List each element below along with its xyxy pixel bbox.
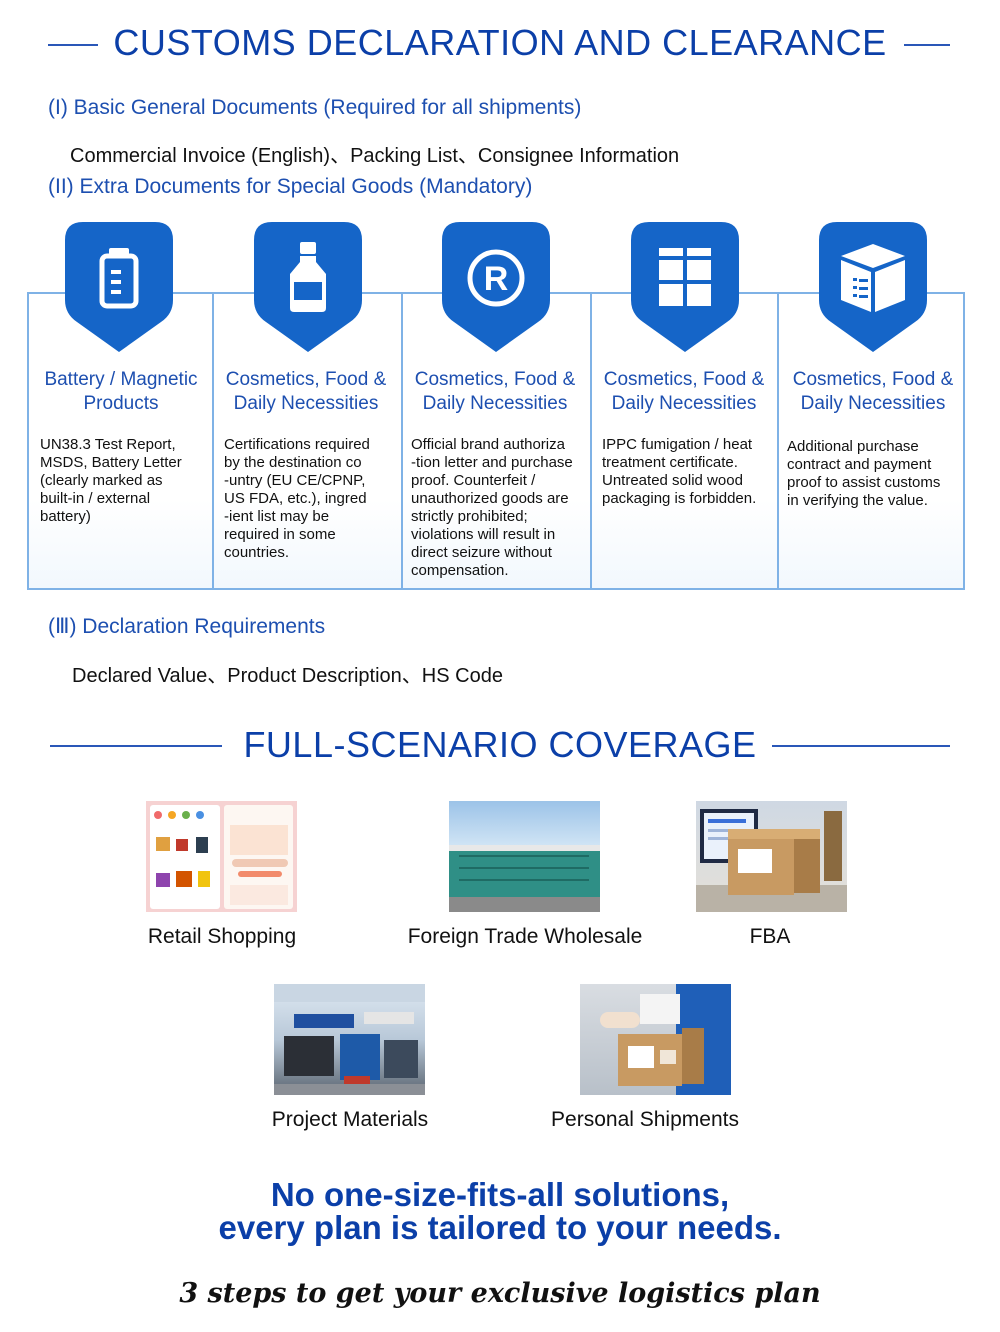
card-body: UN38.3 Test Report, MSDS, Battery Letter…: [40, 436, 182, 525]
title-rule-left: [50, 745, 222, 747]
exhibition-hall-image: [274, 984, 425, 1095]
wooden-crate-icon: [631, 222, 739, 352]
coverage-title: FULL-SCENARIO COVERAGE: [243, 724, 757, 765]
section3-items: Declared Value、Product Description、HS Co…: [72, 665, 503, 687]
card-body: Additional purchase contract and payment…: [787, 438, 941, 509]
card-divider: [590, 292, 592, 590]
slogan-line-2: every plan is tailored to your needs.: [218, 1209, 782, 1246]
card-title: Cosmetics, Food & Daily Necessities: [225, 369, 387, 414]
card-divider: [401, 292, 403, 590]
scenario-label: FBA: [749, 925, 791, 948]
scenario-label: Personal Shipments: [551, 1108, 739, 1131]
card-title: Battery / Magnetic Products: [44, 369, 198, 414]
title-rule-left: [48, 44, 98, 46]
section1-heading: (I) Basic General Documents (Required fo…: [48, 96, 582, 119]
section3-heading: (Ⅲ) Declaration Requirements: [48, 615, 326, 638]
scenario-label: Foreign Trade Wholesale: [407, 925, 643, 948]
card-body: IPPC fumigation / heat treatment certifi…: [602, 436, 757, 507]
cta-text: 3 steps to get your exclusive logistics …: [179, 1278, 821, 1309]
card-body: Official brand authoriza -tion letter an…: [411, 436, 573, 579]
card-divider: [777, 292, 779, 590]
card-divider: [212, 292, 214, 590]
title-rule-right: [904, 44, 950, 46]
slogan-line-1: No one-size-fits-all solutions,: [270, 1176, 730, 1213]
package-box-icon: [819, 222, 927, 352]
section1-items: Commercial Invoice (English)、Packing Lis…: [70, 145, 680, 167]
title-rule-right: [772, 745, 950, 747]
parcel-box-laptop-image: [696, 801, 847, 912]
shopping-app-screens-image: [146, 801, 297, 912]
section2-heading: (II) Extra Documents for Special Goods (…: [48, 175, 533, 198]
bottle-icon: [254, 222, 362, 352]
card-body: Certifications required by the destinati…: [224, 436, 370, 561]
registered-trademark-icon: R: [442, 222, 550, 352]
scenario-label: Project Materials: [271, 1108, 429, 1131]
warehouse-building-image: [449, 801, 600, 912]
card-title: Cosmetics, Food & Daily Necessities: [414, 369, 576, 414]
card-title: Cosmetics, Food & Daily Necessities: [792, 369, 954, 414]
customs-title: CUSTOMS DECLARATION AND CLEARANCE: [113, 22, 887, 63]
card-title: Cosmetics, Food & Daily Necessities: [603, 369, 765, 414]
scenario-label: Retail Shopping: [147, 925, 297, 948]
svg-text:R: R: [484, 260, 509, 298]
battery-icon: [65, 222, 173, 352]
courier-delivery-image: [580, 984, 731, 1095]
